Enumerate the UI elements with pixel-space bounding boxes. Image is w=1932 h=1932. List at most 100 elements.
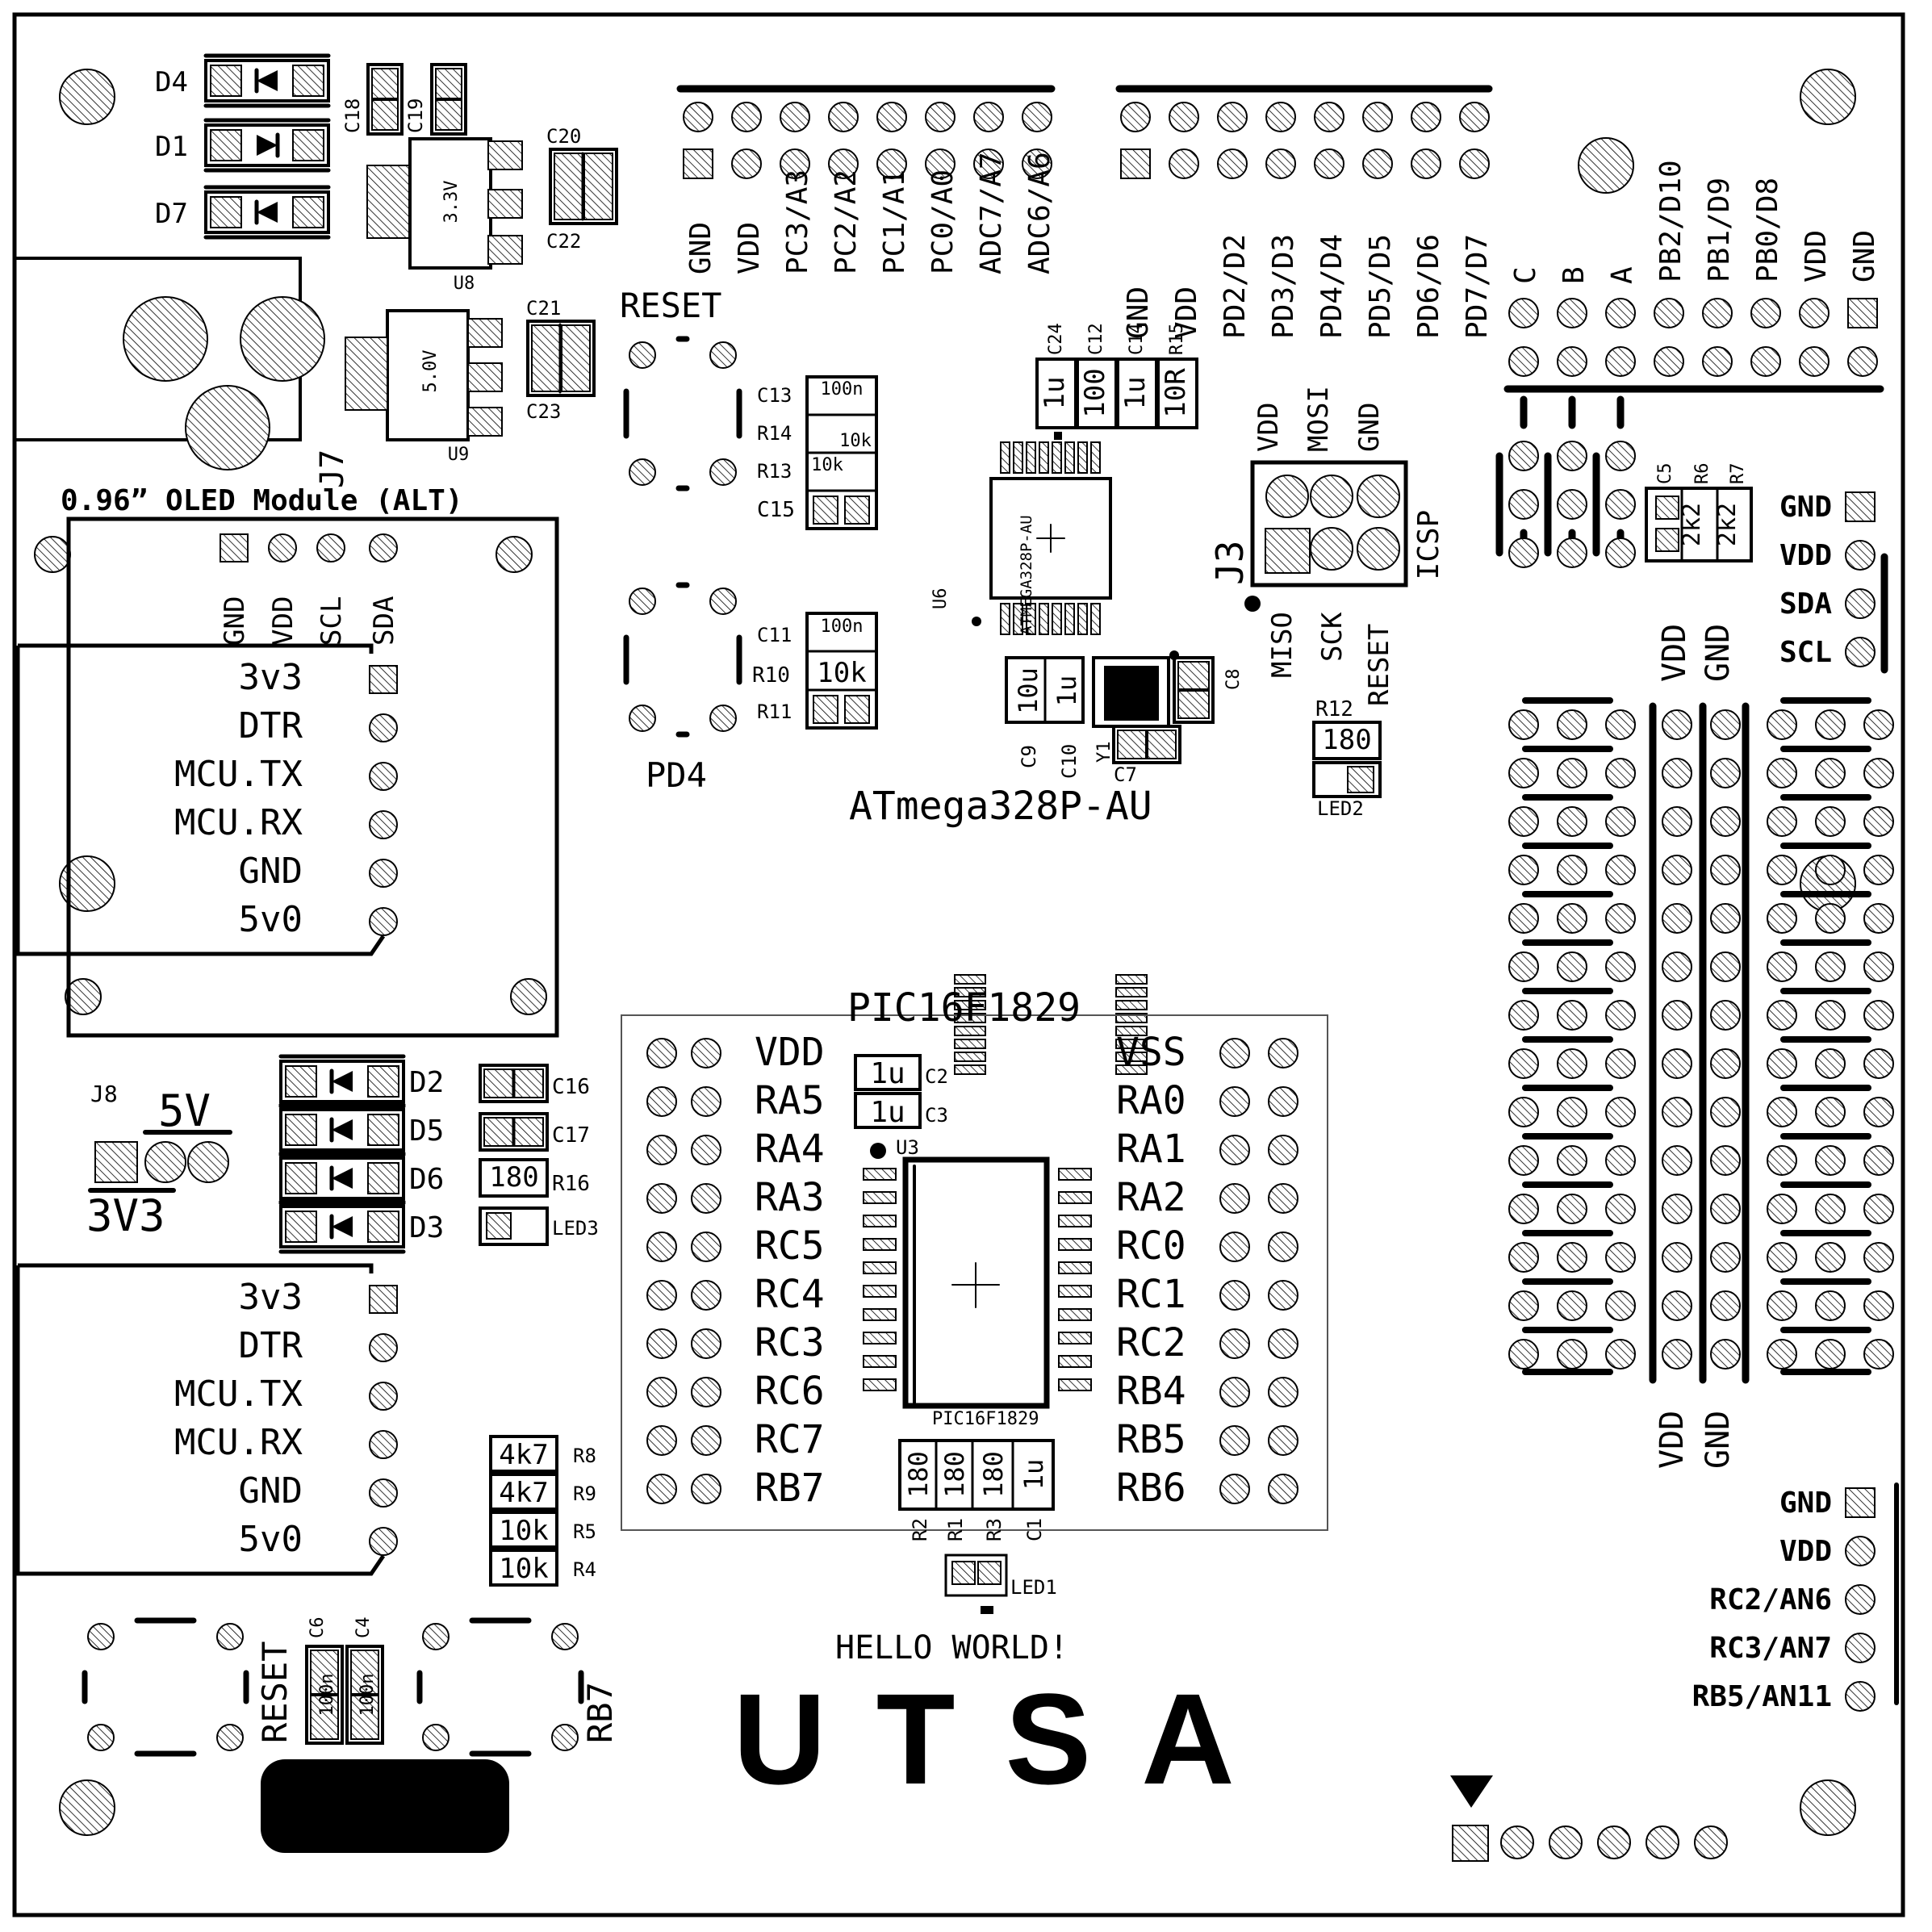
pad bbox=[1767, 806, 1797, 837]
qfp-lead bbox=[1115, 987, 1148, 997]
capacitor-c20 bbox=[549, 148, 618, 225]
pad-square bbox=[285, 1065, 317, 1098]
pad bbox=[369, 1430, 398, 1459]
pad bbox=[1219, 1328, 1250, 1359]
diode-symbol bbox=[257, 70, 278, 91]
silk-label: C8 bbox=[1223, 669, 1244, 691]
pad-square bbox=[513, 1117, 544, 1147]
pad-square bbox=[483, 1117, 514, 1147]
led3 bbox=[479, 1206, 549, 1246]
silk-label: D4 bbox=[155, 66, 188, 98]
qfp-lead bbox=[1115, 974, 1148, 985]
hello-world: HELLO WORLD! bbox=[835, 1629, 1068, 1666]
pad bbox=[1605, 441, 1636, 471]
silk-label: D3 bbox=[409, 1211, 444, 1244]
pad bbox=[1605, 489, 1636, 520]
silk-label: 10R bbox=[1160, 368, 1192, 418]
atmega-analog-pin: ADC7/A7 bbox=[975, 152, 1008, 274]
pic-pin-right: RB4 bbox=[1116, 1369, 1186, 1414]
soic-lead bbox=[863, 1285, 897, 1298]
pad bbox=[1815, 709, 1846, 740]
pad bbox=[1508, 1000, 1539, 1031]
pad bbox=[1799, 346, 1830, 377]
qfp-lead bbox=[954, 987, 986, 997]
capacitor-c19 bbox=[430, 63, 467, 136]
pad bbox=[369, 859, 398, 888]
pad bbox=[1767, 1290, 1797, 1321]
pad bbox=[1767, 951, 1797, 982]
pad-square bbox=[487, 140, 523, 170]
silk-label: 1u bbox=[870, 1057, 905, 1090]
component-value: 100n bbox=[358, 1674, 378, 1717]
mounting-hole bbox=[65, 978, 102, 1015]
header-pin-label: DTR bbox=[239, 1325, 303, 1366]
pad-square bbox=[210, 129, 242, 161]
pad bbox=[691, 1086, 721, 1117]
qfp-lead bbox=[954, 1013, 986, 1023]
mounting-hole bbox=[496, 536, 533, 573]
right-header-pin: C bbox=[1509, 266, 1542, 284]
oled-module-outline bbox=[66, 516, 559, 1038]
pad bbox=[1219, 1425, 1250, 1456]
pad bbox=[1268, 1086, 1298, 1117]
pic-pin-left: RC4 bbox=[755, 1272, 825, 1317]
pad bbox=[1357, 475, 1400, 518]
silk-label: 3.3V bbox=[441, 181, 462, 224]
pad bbox=[369, 1478, 398, 1508]
pad bbox=[1710, 1339, 1741, 1370]
pad bbox=[1605, 806, 1636, 837]
pad bbox=[1662, 758, 1692, 788]
pad-square bbox=[310, 1695, 339, 1740]
right-header-pin: A bbox=[1606, 266, 1639, 284]
pad bbox=[1863, 855, 1894, 885]
silk-label: C9 bbox=[1018, 745, 1040, 768]
silk-label: LED3 bbox=[552, 1217, 599, 1240]
silk-label: GND bbox=[1700, 1411, 1737, 1469]
pad bbox=[1219, 1038, 1250, 1068]
pad bbox=[551, 1724, 579, 1751]
analog-pin-label: RC3/AN7 bbox=[1709, 1632, 1832, 1665]
silk-label: R12 bbox=[1315, 697, 1353, 721]
silk-label: J8 bbox=[90, 1081, 118, 1107]
qfp-lead bbox=[1115, 1013, 1148, 1023]
atmega-analog-pin: VDD bbox=[733, 222, 766, 274]
pad bbox=[1557, 298, 1587, 328]
pad bbox=[1219, 1474, 1250, 1504]
pad bbox=[1847, 346, 1878, 377]
pad bbox=[1605, 1339, 1636, 1370]
pad-square bbox=[1265, 528, 1311, 574]
silk-label: 100n bbox=[821, 379, 864, 399]
pad bbox=[216, 1623, 244, 1650]
pad bbox=[1662, 1145, 1692, 1176]
atmega-digital-pin: PD6/D6 bbox=[1412, 234, 1445, 339]
crystal-y1 bbox=[1104, 666, 1159, 721]
pad bbox=[268, 533, 297, 562]
pad bbox=[1710, 1194, 1741, 1224]
silk-label: SDA bbox=[368, 596, 400, 646]
pad bbox=[1799, 298, 1830, 328]
silk-label: C21 bbox=[526, 297, 561, 320]
silk-label: C5 bbox=[1655, 463, 1675, 485]
qfp-lead bbox=[1115, 1026, 1148, 1036]
silk-label: 10k bbox=[499, 1515, 548, 1547]
silk-label: 10k bbox=[499, 1553, 548, 1585]
capacitor-c21 bbox=[526, 320, 596, 397]
pad bbox=[1863, 1242, 1894, 1273]
uart-header-outline bbox=[15, 1263, 386, 1576]
silk-label: R8 bbox=[573, 1445, 596, 1467]
pad-square bbox=[210, 196, 242, 228]
capacitor-c7 bbox=[1112, 725, 1181, 764]
resistor bbox=[489, 1549, 558, 1587]
pad bbox=[1662, 1290, 1692, 1321]
pad bbox=[1815, 951, 1846, 982]
pad bbox=[1268, 1232, 1298, 1262]
resistor bbox=[489, 1473, 558, 1511]
pad bbox=[1710, 806, 1741, 837]
pad-square bbox=[285, 1114, 317, 1146]
pad bbox=[1557, 1145, 1587, 1176]
pad bbox=[646, 1425, 677, 1456]
led2 bbox=[1312, 761, 1382, 798]
silk-label: C22 bbox=[546, 230, 581, 253]
diode-symbol bbox=[332, 1216, 353, 1237]
led1 bbox=[944, 1554, 1008, 1597]
